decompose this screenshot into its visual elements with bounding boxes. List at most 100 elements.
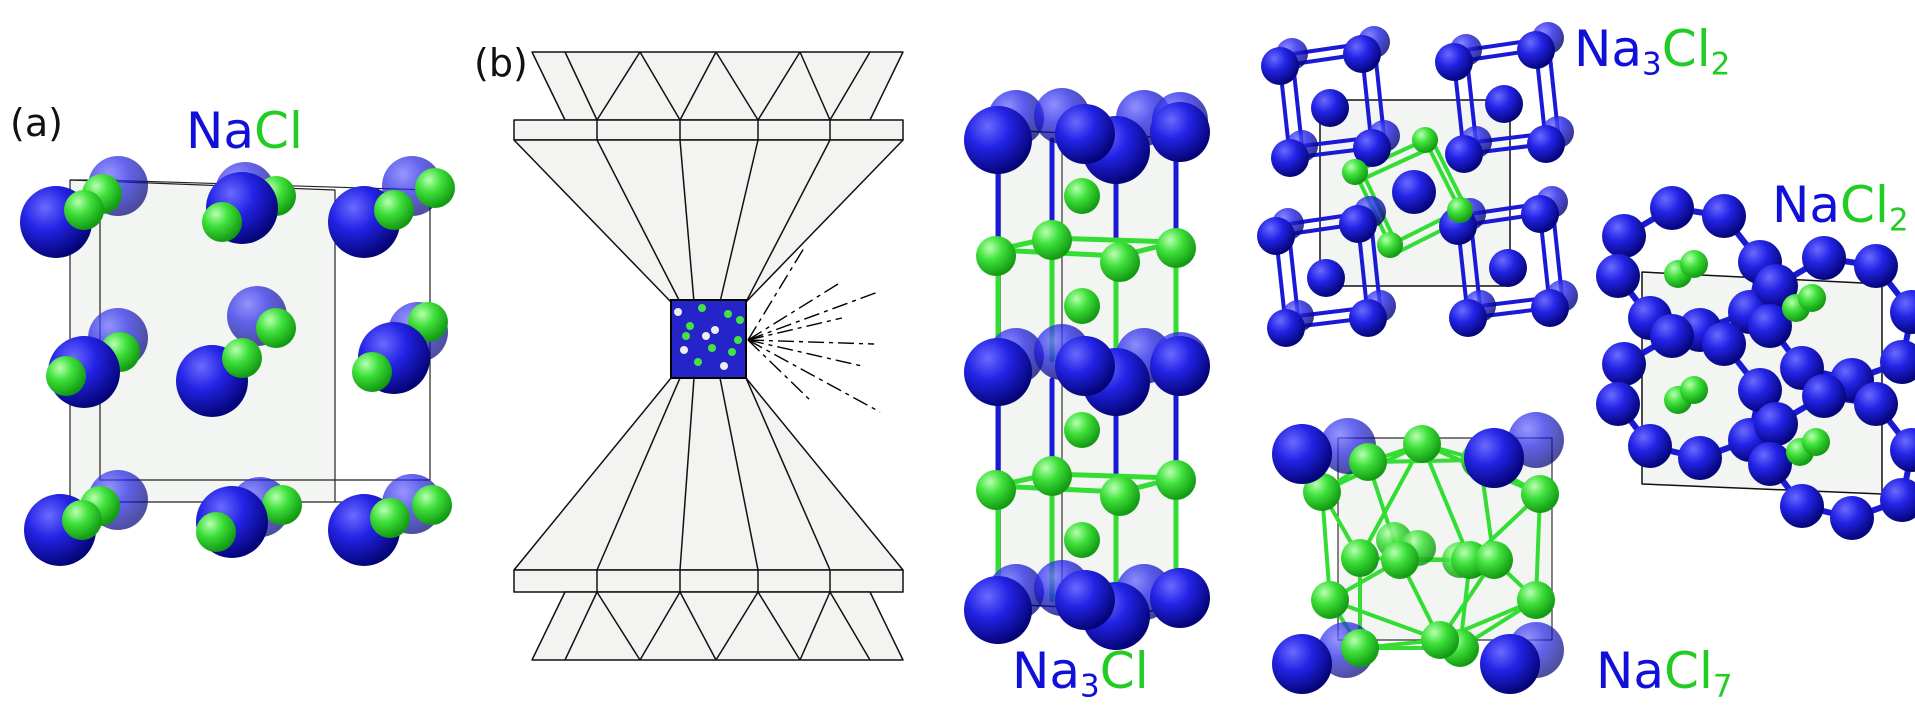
anvil-facet-edge (596, 51, 641, 121)
anvil-facet-edge (679, 591, 717, 661)
sodium-atom (1650, 314, 1694, 358)
anvil-top-table (531, 51, 904, 121)
chlorine-atom (1349, 443, 1387, 481)
sodium-atom (1521, 195, 1559, 233)
chlorine-atom (1381, 541, 1419, 579)
sodium-atom (1150, 102, 1210, 162)
sodium-atom (1854, 382, 1898, 426)
sodium-atom (1754, 402, 1798, 446)
chlorine-atom (1156, 460, 1196, 500)
chlorine-atom (1447, 197, 1473, 223)
sodium-atom (1748, 442, 1792, 486)
sodium-atom (1527, 125, 1565, 163)
anvil-facet-edge (596, 591, 641, 661)
sodium-atom-center (1489, 249, 1527, 287)
sodium-atom (1830, 496, 1874, 540)
anvil-top-girdle (513, 119, 904, 141)
chlorine-atom (1100, 242, 1140, 282)
chlorine-atom (412, 485, 452, 525)
sample-particle (694, 358, 702, 366)
sodium-atom (1343, 35, 1381, 73)
sample-particle (682, 332, 690, 340)
anvil-facet-edge (719, 377, 759, 571)
sample-particle (686, 322, 694, 330)
sodium-atom (1890, 428, 1915, 472)
anvil-facet-edge (679, 139, 695, 303)
xray-ray (747, 339, 875, 345)
sodium-atom (1780, 484, 1824, 528)
chlorine-atom (196, 512, 236, 552)
anvil-facet-edge (799, 51, 831, 121)
xray-ray (747, 339, 881, 413)
chlorine-atom (46, 356, 86, 396)
sodium-atom (1854, 244, 1898, 288)
chlorine-atom (1156, 228, 1196, 268)
formula-nacl7-cl: Cl (1664, 642, 1713, 700)
anvil-facet-edge (596, 139, 681, 303)
sodium-atom (964, 338, 1032, 406)
sodium-atom (1802, 236, 1846, 280)
sodium-atom (1880, 340, 1915, 384)
chlorine-atom (1403, 425, 1441, 463)
xray-ray (747, 291, 879, 341)
sample-particle (736, 316, 744, 324)
sodium-atom (1628, 424, 1672, 468)
sodium-atom (1271, 139, 1309, 177)
anvil-facet-edge (679, 51, 717, 121)
chlorine-atom (256, 308, 296, 348)
sodium-atom (1802, 374, 1846, 418)
sodium-atom (1531, 289, 1569, 327)
formula-nacl2: NaCl2 (1772, 180, 1909, 236)
panel-label-b: (b) (474, 41, 528, 85)
sodium-atom (1596, 382, 1640, 426)
anvil-facet-edge (829, 51, 871, 121)
sodium-atom-center (1311, 89, 1349, 127)
xray-ray (747, 339, 863, 367)
chlorine-atom (1377, 232, 1403, 258)
sodium-atom (1650, 186, 1694, 230)
formula-na3cl-cl: Cl (1099, 642, 1149, 700)
formula-nacl: NaCl (186, 106, 303, 156)
chlorine-atom (370, 498, 410, 538)
anvil-facet-edge (719, 139, 759, 303)
sodium-atom (1435, 43, 1473, 81)
anvil-facet-edge (829, 591, 871, 661)
sodium-atom (1748, 304, 1792, 348)
cl-bond (1423, 138, 1462, 212)
chlorine-atom (1064, 178, 1100, 214)
sodium-atom (1890, 290, 1915, 334)
formula-na3cl2-cl: Cl (1661, 20, 1711, 78)
sodium-atom (1261, 47, 1299, 85)
sample-particle (711, 326, 719, 334)
chlorine-atom (202, 202, 242, 242)
sodium-atom (1702, 194, 1746, 238)
chlorine-atom (1032, 220, 1072, 260)
chlorine-atom (262, 485, 302, 525)
anvil-facet-edge (745, 377, 831, 571)
anvil-facet-edge (757, 591, 801, 661)
anvil-facet-edge (799, 591, 831, 661)
panel-label-a: (a) (10, 101, 63, 145)
chlorine-atom (1802, 428, 1830, 456)
chlorine-atom (1680, 250, 1708, 278)
sodium-atom (1738, 368, 1782, 412)
sodium-atom (1055, 570, 1115, 630)
formula-na3cl-na: Na (1012, 642, 1081, 700)
anvil-facet-edge (564, 51, 598, 121)
anvil-facet-edge (715, 591, 759, 661)
sodium-atom (1267, 309, 1305, 347)
sodium-atom (1449, 299, 1487, 337)
anvil-facet-edge (679, 377, 695, 571)
sample-particle (680, 346, 688, 354)
sodium-atom (1353, 129, 1391, 167)
chlorine-atom (1064, 522, 1100, 558)
formula-nacl2-na: Na (1772, 176, 1841, 234)
anvil-facet-edge (757, 51, 801, 121)
xray-ray (747, 317, 843, 341)
sodium-atom (964, 106, 1032, 174)
chlorine-atom (1064, 412, 1100, 448)
chlorine-atom (1342, 159, 1368, 185)
sample-particle (702, 332, 710, 340)
formula-na3cl2: Na3Cl2 (1574, 24, 1730, 80)
